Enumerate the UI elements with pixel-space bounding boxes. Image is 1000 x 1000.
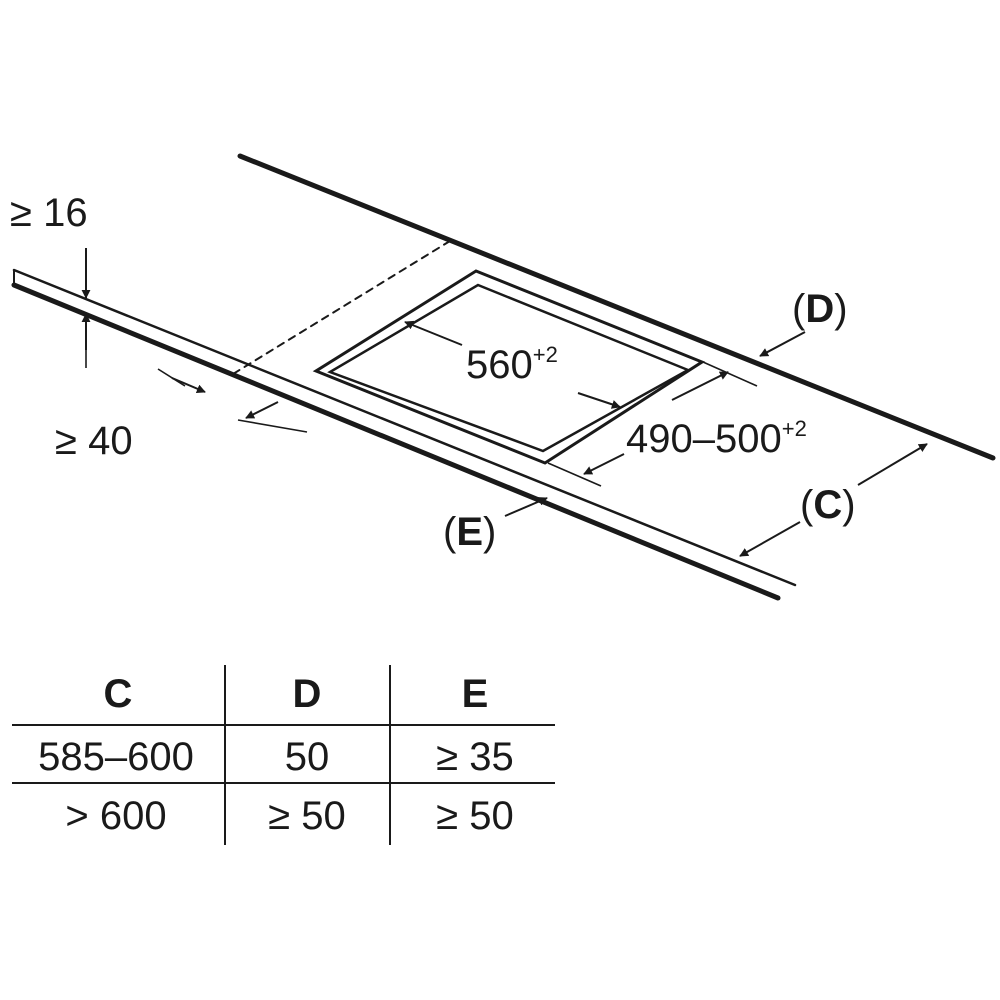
table-cell: > 600 — [65, 794, 166, 838]
cutout — [312, 269, 706, 465]
table-header-d: D — [293, 672, 322, 716]
table-cell: ≥ 50 — [268, 794, 346, 838]
cutout-inner-edge — [327, 283, 691, 453]
worktop-rear-edge — [237, 153, 996, 461]
label-cutout-depth: 490–500+2 — [626, 416, 807, 461]
label-min-front-edge: ≥ 40 — [55, 419, 133, 463]
arrow-depth-top — [671, 371, 729, 401]
arrow-callout-d — [759, 331, 806, 357]
table-grid — [12, 665, 555, 845]
arrow-width-left — [404, 320, 463, 346]
table-cell: 585–600 — [38, 735, 194, 779]
arrow-callout-c-top — [857, 443, 928, 486]
worktop-front-top-edge — [12, 268, 797, 587]
table-header-c: C — [104, 672, 133, 716]
cabinet-hidden-line — [232, 240, 451, 375]
table-cell: ≥ 50 — [436, 794, 514, 838]
table-cell: ≥ 35 — [436, 735, 514, 779]
callout-e: (E) — [443, 510, 496, 554]
table-header-e: E — [462, 672, 489, 716]
arrow-callout-e — [504, 497, 548, 517]
cutout-width-tolerance: +2 — [533, 342, 558, 367]
worktop-front-bottom-edge — [11, 282, 781, 601]
arrow-front-left — [171, 377, 206, 393]
cutout-depth-tolerance: +2 — [782, 416, 807, 441]
callout-d: (D) — [792, 287, 848, 331]
arrow-depth-bottom — [583, 453, 625, 475]
worktop — [11, 153, 996, 601]
cutout-depth-value: 490–500 — [626, 417, 782, 461]
arrow-callout-c-bottom — [739, 521, 801, 557]
label-cutout-width: 560+2 — [466, 342, 558, 387]
cutout-width-value: 560 — [466, 343, 533, 387]
dimension-arrows — [81, 248, 928, 557]
clearance-table: C D E 585–600 50 ≥ 35 > 600 ≥ 50 ≥ 50 — [12, 665, 555, 845]
arrow-front-right — [245, 401, 279, 419]
table-cell: 50 — [285, 735, 330, 779]
arrow-width-right — [577, 392, 621, 409]
label-min-thickness: ≥ 16 — [10, 191, 88, 235]
cutout-outer-edge — [312, 269, 706, 465]
callout-c: (C) — [800, 483, 856, 527]
